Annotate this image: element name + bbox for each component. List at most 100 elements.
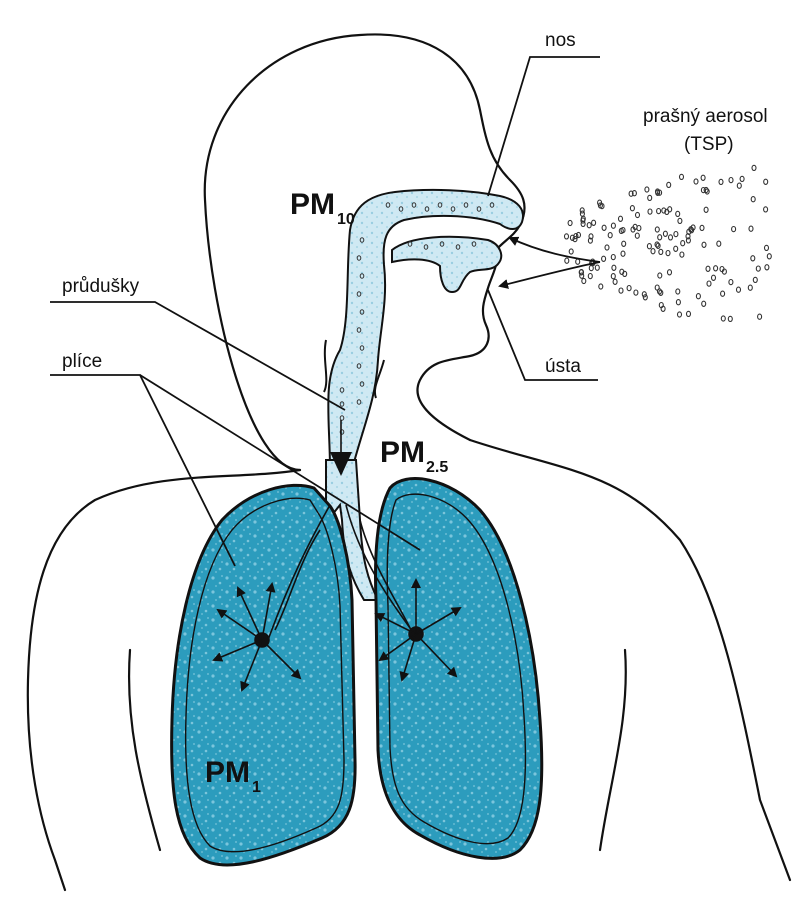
aerosol-particle	[676, 289, 680, 294]
aerosol-particle	[680, 174, 684, 179]
aerosol-particle	[565, 258, 569, 263]
aerosol-particle	[749, 226, 753, 231]
aerosol-particle	[568, 220, 572, 225]
leader-lines	[50, 57, 600, 566]
aerosol-particle	[681, 241, 685, 246]
aerosol-particle	[619, 288, 623, 293]
aerosol-particle	[636, 212, 640, 217]
aerosol-particle	[645, 187, 649, 192]
aerosol-particle	[580, 211, 584, 216]
aerosol-particle	[705, 189, 709, 194]
pm25-base: PM	[380, 436, 425, 469]
aerosol-particle	[648, 209, 652, 214]
aerosol-particle	[732, 227, 736, 232]
label-lungs: plíce	[62, 351, 102, 372]
label-aerosol: prašný aerosol	[643, 106, 768, 127]
aerosol-particle	[719, 179, 723, 184]
aerosol-particle	[676, 211, 680, 216]
pm10-base: PM	[290, 188, 335, 221]
aerosol-particle	[706, 266, 710, 271]
aerosol-particle	[674, 232, 678, 237]
aerosol-particle	[565, 234, 569, 239]
label-pm10: PM 10	[290, 188, 355, 228]
lung-left	[172, 485, 355, 865]
aerosol-particle	[611, 223, 615, 228]
aerosol-particle	[611, 274, 615, 279]
aerosol-particle	[707, 281, 711, 286]
aerosol-cloud	[565, 165, 772, 321]
pm1-sub: 1	[252, 779, 261, 796]
pm10-sub: 10	[337, 211, 355, 228]
pm1-base: PM	[205, 756, 250, 789]
aerosol-particle	[704, 207, 708, 212]
aerosol-particle	[701, 175, 705, 180]
aerosol-particle	[613, 279, 617, 284]
aerosol-particle	[765, 265, 769, 270]
aerosol-particle	[729, 178, 733, 183]
aerosol-particle	[605, 245, 609, 250]
aerosol-particle	[756, 266, 760, 271]
aerosol-particle	[608, 233, 612, 238]
aerosol-particle	[680, 252, 684, 257]
aerosol-particle	[717, 241, 721, 246]
aerosol-particle	[676, 300, 680, 305]
aerosol-particle	[764, 179, 768, 184]
aerosol-particle	[712, 275, 716, 280]
aerosol-particle	[737, 183, 741, 188]
aerosol-particle	[611, 255, 615, 260]
aerosol-particle	[588, 274, 592, 279]
aerosol-particle	[678, 312, 682, 317]
label-bronchi: průdušky	[62, 276, 140, 297]
aerosol-particle	[700, 225, 704, 230]
aerosol-particle	[687, 311, 691, 316]
aerosol-particle	[702, 242, 706, 247]
aerosol-particle	[663, 231, 667, 236]
aerosol-particle	[587, 223, 591, 228]
aerosol-particle	[669, 235, 673, 240]
aerosol-particle	[651, 249, 655, 254]
aerosol-particle	[748, 285, 752, 290]
aerosol-particle	[612, 265, 616, 270]
aerosol-particle	[721, 316, 725, 321]
aerosol-particle	[753, 277, 757, 282]
aerosol-particle	[729, 280, 733, 285]
aerosol-particle	[595, 265, 599, 270]
aerosol-particle	[581, 221, 585, 226]
leader-mouth	[488, 290, 598, 380]
aerosol-particle	[576, 259, 580, 264]
aerosol-particle	[751, 197, 755, 202]
aerosol-particle	[767, 254, 771, 259]
aerosol-particle	[751, 256, 755, 261]
aerosol-particle	[721, 291, 725, 296]
aerosol-particle	[569, 249, 573, 254]
aerosol-particle	[602, 225, 606, 230]
aerosol-particle	[678, 218, 682, 223]
label-nose: nos	[545, 30, 576, 51]
aerosol-particle	[658, 235, 662, 240]
aerosol-particle	[714, 266, 718, 271]
upper-airway	[324, 190, 523, 470]
aerosol-particle	[764, 207, 768, 212]
aerosol-particle	[655, 242, 659, 247]
lung-right	[376, 479, 542, 859]
aerosol-particle	[702, 301, 706, 306]
aerosol-particle	[599, 284, 603, 289]
label-pm25: PM 2.5	[380, 436, 448, 476]
aerosol-particle	[648, 195, 652, 200]
pm25-sub: 2.5	[426, 459, 448, 476]
aerosol-particle	[696, 294, 700, 299]
aerosol-particle	[765, 245, 769, 250]
aerosol-particle	[577, 232, 581, 237]
aerosol-particle	[589, 266, 593, 271]
aerosol-particle	[635, 233, 639, 238]
leader-lungs	[50, 375, 235, 566]
aerosol-particle	[674, 246, 678, 251]
aerosol-particle	[668, 270, 672, 275]
aerosol-particle	[602, 256, 606, 261]
aerosol-particle	[658, 273, 662, 278]
aerosol-particle	[758, 314, 762, 319]
aerosol-particle	[728, 316, 732, 321]
label-mouth: ústa	[545, 356, 581, 377]
aerosol-particle	[657, 209, 661, 214]
